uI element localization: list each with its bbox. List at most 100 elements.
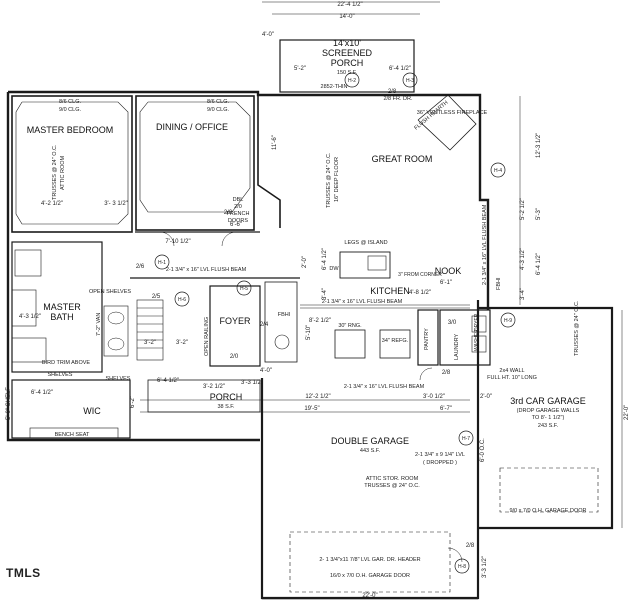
bench-seat [29,427,119,439]
header-tag: H-6 [178,297,186,303]
door-size: 2/6 [136,264,145,270]
room-label-master-bath-1: MASTER [43,302,81,312]
exterior-wall-left [6,92,260,442]
door-note: 2/8 FR. DR. [383,96,413,102]
room-label-nook: NOOK [435,266,462,276]
fireplace-note: 36" VENTLESS FIREPLACE [417,110,488,116]
range-label: 30" RNG. [338,323,362,329]
dim-label: 11'-6" [272,135,278,150]
room-label-master-bedroom: MASTER BEDROOM [27,125,114,135]
header-tag-circle [402,72,418,88]
room-label-porch-2: PORCH [331,58,364,68]
dim-label: 4'-3 1/2" [520,248,526,270]
dim-label: 7'-10 1/2" [165,239,190,245]
fbhi-note: FBHI [496,277,502,290]
shower-stall [14,249,42,277]
header-tag: H-5 [240,286,248,292]
french-door-note: FRENCH [227,211,250,217]
room-label-porch-1: SCREENED [322,48,373,58]
header-tag: H-2 [348,78,356,84]
dim-label: 5'-2 1/2" [520,198,526,220]
header-tag-circle [174,291,190,307]
fireplace-outline [417,94,477,151]
header-tag: H-9 [504,318,512,324]
pantry-label: PANTRY [424,328,430,350]
vanity-label: 7'-2" VAN [96,313,102,336]
ceiling-note: 9/0 CLG. [59,107,81,113]
refrigerator-space [379,329,411,359]
door-swing [447,547,463,563]
door-size: 2/8 [442,370,451,376]
kitchen-sink [367,255,387,271]
ceiling-note: 8/6 CLG. [207,99,229,105]
dim-label: 6'-4 1/2" [536,253,542,275]
dim-label: 6'-7" [440,406,452,412]
room-label-third-garage: 3rd CAR GARAGE [510,396,586,406]
dim-label: 6'-6" [230,222,242,228]
dim-label: 12'-2 1/2" [305,394,330,400]
tub-fixture [11,337,47,363]
door-size: 2/8 [466,543,475,549]
dim-label: 6'-4 1/2" [157,378,179,384]
garage-wall-note: (DROP GARAGE WALLS [517,408,580,414]
header-tag: H-1 [158,260,166,266]
dim-label: 6'-4 1/2" [31,390,53,396]
master-bedroom-outline [11,95,133,233]
wall-note: 2x4 WALL [499,368,524,374]
garage-door-note: 16/0 x 7/0 O.H. GARAGE DOOR [330,573,410,579]
header-tag-circle [236,280,252,296]
dryer-label: DRYER [474,313,480,331]
header-tag-circle [154,254,170,270]
dim-label: 4'-0" [260,368,272,374]
dim-label: 6'-4 1/2" [389,66,411,72]
dim-label: 2'-0" [302,256,308,268]
header-tag: H-3 [406,78,414,84]
beam-note: 2-1 3/4" x 16" LVL FLUSH BEAM [344,384,425,390]
master-bedroom-tray-ceiling [15,101,129,225]
pantry-outline [417,309,439,366]
door-size: 2/0 [224,210,233,216]
dim-label: 8'-2 1/2" [309,318,331,324]
porch-area: 150 S.F. [337,70,358,76]
french-door-note: DBL [233,197,244,203]
trusses-note: TRUSSES @ 24" O.C. [326,152,332,208]
dim-label: 14'-0" [339,14,354,20]
range-counter [334,329,366,359]
french-door-note: 2/0 [234,204,242,210]
room-label-foyer: FOYER [219,316,251,326]
dim-label: 22'-0" [362,593,377,599]
island-note: LEGS @ ISLAND [344,240,387,246]
dining-office-tray-ceiling [139,101,251,213]
dim-label: 22'-4 1/2" [337,2,362,8]
bench-seat-label: BENCH SEAT [55,432,90,438]
door-swing [159,231,175,247]
dim-label: 4'-3 1/2" [19,314,41,320]
dim-label: 5'-0" SHELF [6,387,12,420]
dim-label: 4'-0" [262,32,274,38]
front-porch-area: 38 S.F. [217,404,235,410]
foyer-outline [209,285,261,367]
dim-label: 3'-4" [322,288,328,300]
dim-label: 19'-5" [304,406,319,412]
dim-label: 5'-10" [306,325,312,340]
sink-2 [107,337,125,351]
attic-storage-note: ATTIC STOR. ROOM [366,476,419,482]
door-size: 2/5 [152,294,161,300]
door-size: 2/8 [388,89,397,95]
stairs [136,299,164,361]
trim-note: BIRD TRIM ABOVE [42,360,91,366]
header-tag-circle [458,430,474,446]
dim-label: 4'-2 1/2" [41,201,63,207]
vanity-counter [103,305,129,357]
shelves-note: SHELVES [48,372,73,378]
dim-label: 3'-2 1/2" [203,384,225,390]
room-label-great-room: GREAT ROOM [372,154,433,164]
railing-note: OPEN RAILING [204,317,210,356]
door-size: 2/4 [260,322,269,328]
double-garage-walls [260,300,480,600]
screened-porch-outline [279,39,415,93]
double-garage-area: 443 S.F. [360,448,381,454]
header-note: 2- 1 3/4"x11 7/8" LVL GAR. DR. HEADER [319,557,420,563]
fbhi-note: FBHI [278,312,291,318]
garage-door-swing-dashed [289,531,451,593]
